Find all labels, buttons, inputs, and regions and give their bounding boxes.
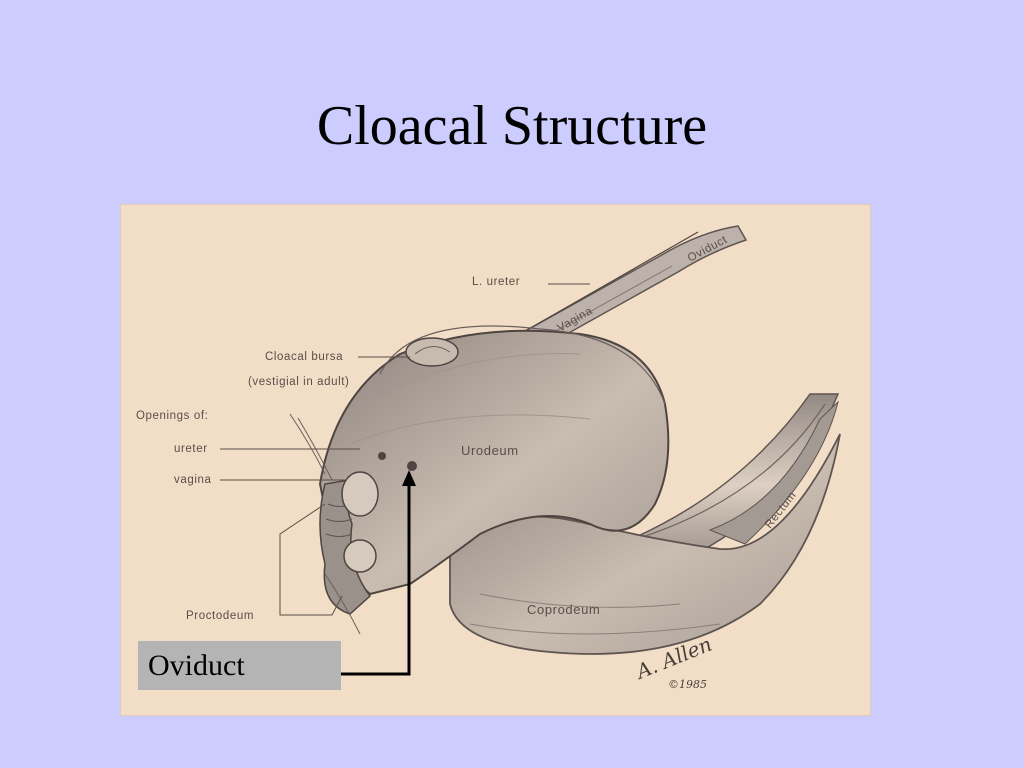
cloaca-illustration: L. ureter Oviduct Vagina Cloacal bursa (… bbox=[120, 204, 871, 716]
label-vagina-opening: vagina bbox=[174, 474, 212, 486]
label-urodeum: Urodeum bbox=[461, 443, 519, 458]
label-proctodeum: Proctodeum bbox=[186, 610, 254, 622]
cloacal-bursa bbox=[405, 337, 459, 367]
slide-title: Cloacal Structure bbox=[316, 95, 708, 157]
signature-year: ©1985 bbox=[668, 678, 707, 691]
ureter-opening bbox=[378, 452, 386, 460]
leader-lines bbox=[220, 283, 590, 616]
label-ureter-opening: ureter bbox=[174, 443, 208, 455]
oviduct-opening bbox=[407, 461, 417, 471]
label-coprodeum: Coprodeum bbox=[527, 602, 600, 617]
label-openings-of: Openings of: bbox=[136, 410, 208, 422]
cloaca-drawing: L. ureter Oviduct Vagina Cloacal bursa (… bbox=[136, 225, 841, 691]
label-vestigial: (vestigial in adult) bbox=[248, 376, 349, 388]
label-l-ureter: L. ureter bbox=[472, 276, 520, 288]
oviduct-callout-label: Oviduct bbox=[138, 641, 341, 690]
label-cloacal-bursa: Cloacal bursa bbox=[265, 351, 343, 363]
